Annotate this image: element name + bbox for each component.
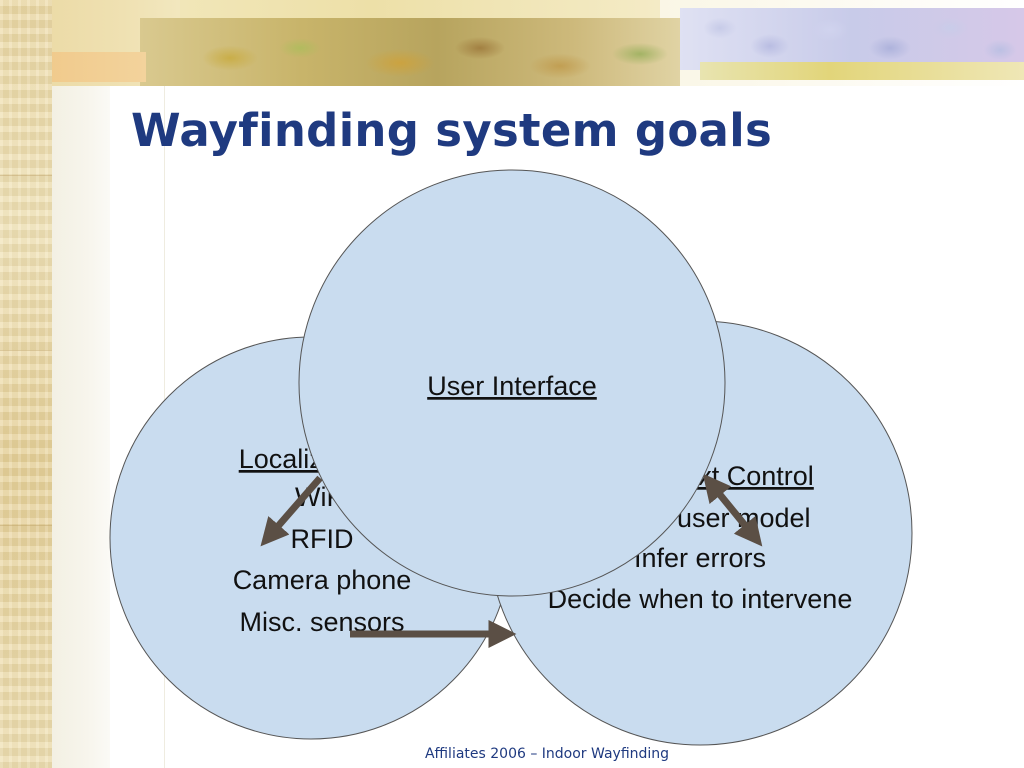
localization-item: RFID (291, 524, 354, 554)
context-control-item: Infer errors (634, 543, 766, 573)
left-parchment-strip (0, 0, 52, 768)
leaf-collage-top (180, 0, 660, 22)
localization-wifi-arrow (260, 475, 323, 547)
top-banner-decoration (0, 0, 1024, 86)
orange-accent-bar (34, 52, 146, 82)
context-control-arrow (702, 473, 763, 547)
pebble-collage-base (700, 62, 1024, 80)
beige-side-band (52, 86, 110, 768)
user-interface-heading: User Interface (427, 371, 597, 401)
slide-title: Wayfinding system goals (131, 104, 773, 157)
localization-item: Camera phone (233, 565, 412, 595)
pebble-collage (680, 8, 1024, 70)
leaf-collage (140, 18, 680, 86)
slide-footer: Affiliates 2006 – Indoor Wayfinding (424, 746, 670, 762)
user-interface-circle (298, 169, 726, 597)
context-control-item: Decide when to intervene (548, 584, 853, 614)
